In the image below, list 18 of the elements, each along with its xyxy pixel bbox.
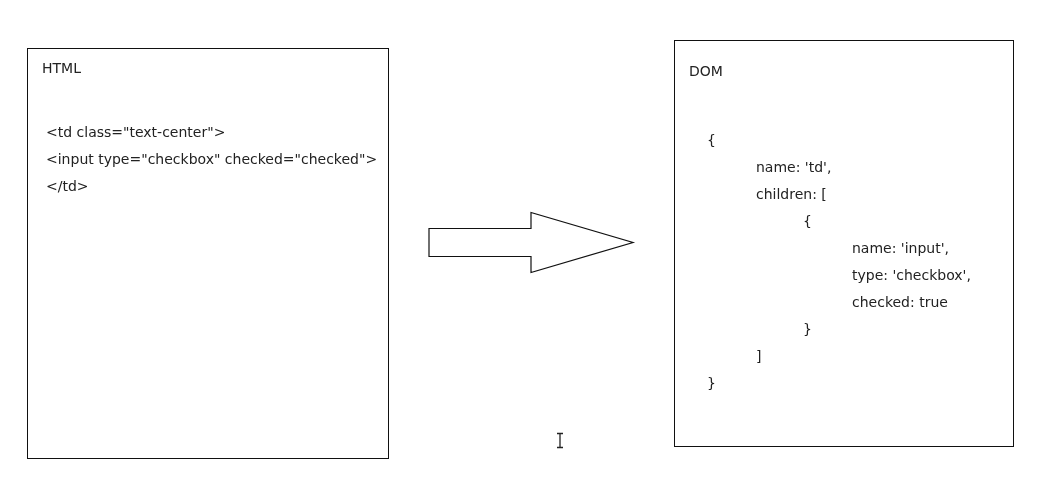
code-line: </td>: [46, 177, 89, 196]
code-line: {: [707, 131, 716, 150]
code-panel: [674, 40, 1014, 447]
code-line: }: [803, 320, 812, 339]
code-line: ]: [756, 347, 762, 366]
code-line: checked: true: [852, 293, 948, 312]
code-line: <input type="checkbox" checked="checked">: [46, 150, 378, 169]
code-line: type: 'checkbox',: [852, 266, 971, 285]
panel-title: HTML: [42, 59, 81, 78]
code-line: }: [707, 374, 716, 393]
panel-title: DOM: [689, 62, 723, 81]
code-line: name: 'input',: [852, 239, 950, 258]
code-line: name: 'td',: [756, 158, 832, 177]
code-line: {: [803, 212, 812, 231]
block-arrow: [428, 211, 636, 274]
code-panel: [27, 48, 389, 459]
code-line: children: [: [756, 185, 827, 204]
code-line: <td class="text-center">: [46, 123, 226, 142]
